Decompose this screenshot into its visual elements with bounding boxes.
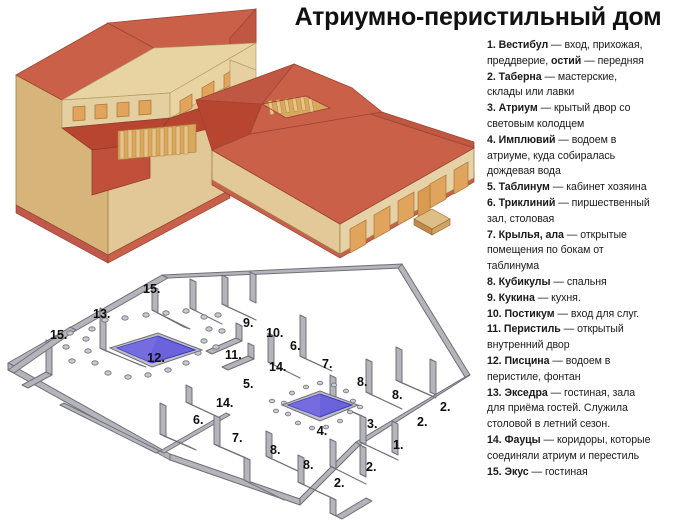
legend-item-27: 15. Экус — гостиная bbox=[487, 465, 588, 478]
peristyle-column-dots bbox=[62, 308, 226, 380]
plan-room-label-0: 15. bbox=[143, 282, 160, 296]
legend-item-18: 11. Перистиль — открытый bbox=[487, 323, 624, 336]
plan-room-label-19: 8. bbox=[270, 443, 280, 457]
legend-item-4: 3. Атриум — крытый двор со bbox=[487, 102, 631, 115]
legend-item-10: 6. Триклиний — пиршественный bbox=[487, 196, 650, 209]
legend-item-19: внутренний двор bbox=[487, 339, 570, 352]
plan-room-label-22: 2. bbox=[334, 476, 344, 490]
legend-item-25: 14. Фауцы — коридоры, которые bbox=[487, 433, 651, 446]
plan-room-label-11: 8. bbox=[392, 388, 402, 402]
pool-piscina-label: 12. bbox=[147, 350, 165, 365]
plan-room-label-17: 7. bbox=[232, 431, 242, 445]
legend-item-7: атриуме, куда собиралась bbox=[487, 149, 616, 162]
peristyle-south-base bbox=[107, 189, 231, 264]
compluvium-columns bbox=[267, 96, 315, 116]
legend-item-2: 2. Таберна — мастерские, bbox=[487, 70, 618, 83]
plan-room-label-6: 11. bbox=[225, 348, 242, 362]
plan-room-label-13: 6. bbox=[193, 413, 203, 427]
house-3d-model bbox=[0, 0, 500, 300]
plan-room-label-1: 13. bbox=[93, 307, 110, 321]
clerestory-windows bbox=[72, 99, 152, 122]
plan-room-label-7: 14. bbox=[269, 360, 286, 374]
plan-room-label-12: 14. bbox=[216, 396, 233, 410]
legend-item-6: 4. Имплювий — водоем в bbox=[487, 133, 617, 146]
legend-item-16: 9. Кукина — кухня. bbox=[487, 291, 581, 304]
legend-item-0: 1. Вестибул — вход, прихожая, bbox=[487, 39, 643, 51]
legend-item-12: 7. Крылья, ала — открытые bbox=[487, 228, 627, 241]
atrium-entrance-step-side2 bbox=[431, 218, 451, 236]
legend-item-22: 13. Экседра — гостиная, зала bbox=[487, 386, 636, 399]
legend-item-9: 5. Таблинум — кабинет хозяина bbox=[487, 181, 647, 194]
legend-item-3: склады или лавки bbox=[487, 86, 575, 99]
compluvium-inner-slope bbox=[260, 95, 332, 119]
atrium-wall-panels bbox=[349, 161, 469, 254]
house-floor-plan: 15. 13. 15. 9. 10. 6. 11. 14. 7. 5. 8. 8. 14. 6. 3. 2. 2… bbox=[0, 255, 500, 525]
legend-item-5: световым колодцем bbox=[487, 117, 585, 130]
plan-room-label-3: 9. bbox=[243, 316, 253, 330]
legend-item-15: 8. Кубикулы — спальня bbox=[487, 275, 607, 288]
legend-item-20: 12. Писцина — водоем в bbox=[487, 354, 611, 367]
plan-room-label-10: 8. bbox=[357, 375, 367, 389]
legend-item-21: перистиле, фонтан bbox=[487, 370, 581, 383]
plan-room-label-16: 2. bbox=[417, 415, 427, 429]
pool-number-labels: 12. 4. bbox=[147, 350, 327, 438]
plan-room-label-18: 1. bbox=[393, 438, 403, 452]
peristyle-columns bbox=[119, 125, 189, 160]
legend-item-11: зал, столовая bbox=[487, 212, 555, 225]
legend-item-17: 10. Постикум — вход для слуг. bbox=[487, 307, 640, 320]
piscina-pool bbox=[108, 332, 204, 368]
legend-list: 1. Вестибул — вход, прихожая, преддверие,… bbox=[487, 38, 700, 480]
plan-walls bbox=[7, 263, 471, 520]
legend-item-8: дождевая вода bbox=[487, 165, 561, 178]
legend-item-14: таблинума bbox=[487, 260, 540, 273]
impluvium-column-dots bbox=[268, 380, 363, 431]
pool-impluvium-label: 4. bbox=[317, 423, 328, 438]
plan-room-label-8: 7. bbox=[322, 357, 332, 371]
plan-room-label-5: 6. bbox=[290, 339, 300, 353]
plan-room-label-21: 2. bbox=[366, 460, 376, 474]
plan-room-label-15: 2. bbox=[440, 400, 450, 414]
legend-item-1: преддверие, остий — передняя bbox=[487, 54, 644, 67]
legend-item-24: столовой в летний сезон. bbox=[487, 418, 611, 431]
legend-item-13: помещения по бокам от bbox=[487, 244, 604, 257]
legend-item-26: соединяли атриум и перестиль bbox=[487, 449, 640, 462]
legend-item-23: для приёма гостей. Служила bbox=[487, 402, 628, 415]
impluvium-pool bbox=[280, 390, 360, 422]
plan-room-label-20: 8. bbox=[303, 458, 313, 472]
plan-room-label-9: 5. bbox=[243, 377, 253, 391]
plan-room-label-14: 3. bbox=[367, 417, 377, 431]
plan-room-label-2: 15. bbox=[50, 328, 67, 342]
page-title: Атриумно-перистильный дом bbox=[294, 3, 662, 31]
plan-room-label-4: 10. bbox=[266, 326, 283, 340]
plan-number-labels: 15. 13. 15. 9. 10. 6. 11. 14. 7. 5. 8. 8. 14. 6. 3. 2. 2… bbox=[50, 282, 450, 490]
